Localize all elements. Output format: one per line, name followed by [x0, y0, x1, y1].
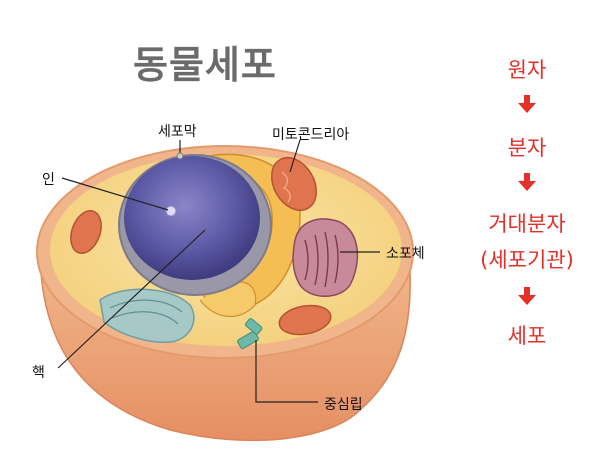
hierarchy-flow: 원자 분자 거대분자 (세포기관) 세포: [452, 48, 602, 368]
page-title: 동물세포: [133, 43, 277, 87]
flow-item-organelle: (세포기관): [480, 248, 574, 272]
nucleolus-dot: [165, 205, 177, 217]
mitochondrion-bottom: [278, 304, 332, 336]
label-centriole: 중심립: [324, 397, 363, 413]
label-nucleolus: 인: [42, 172, 55, 188]
vesicle-organelle: [292, 218, 359, 297]
nucleus: [124, 156, 260, 280]
label-nucleus: 핵: [32, 365, 45, 381]
flow-item-atom: 원자: [507, 58, 547, 82]
flow-item-molecule: 분자: [507, 136, 547, 160]
leader-centriole: [255, 340, 318, 403]
leader-nucleolus: [61, 177, 169, 211]
label-cell-membrane: 세포막: [158, 124, 197, 140]
flow-item-macromolecule: 거대분자: [488, 212, 566, 236]
mitochondrion-top: [270, 157, 318, 211]
leader-nucleus: [57, 229, 206, 369]
centriole-organelle: [237, 330, 259, 350]
label-mitochondria: 미토콘드리아: [272, 127, 350, 143]
down-arrow-icon: [518, 95, 536, 113]
flow-item-cell: 세포: [507, 324, 547, 348]
leader-mitochondria: [289, 139, 301, 173]
label-vesicle: 소포체: [386, 246, 425, 262]
down-arrow-icon: [518, 173, 536, 191]
down-arrow-icon: [518, 287, 536, 305]
mitochondrion-left: [70, 210, 102, 254]
